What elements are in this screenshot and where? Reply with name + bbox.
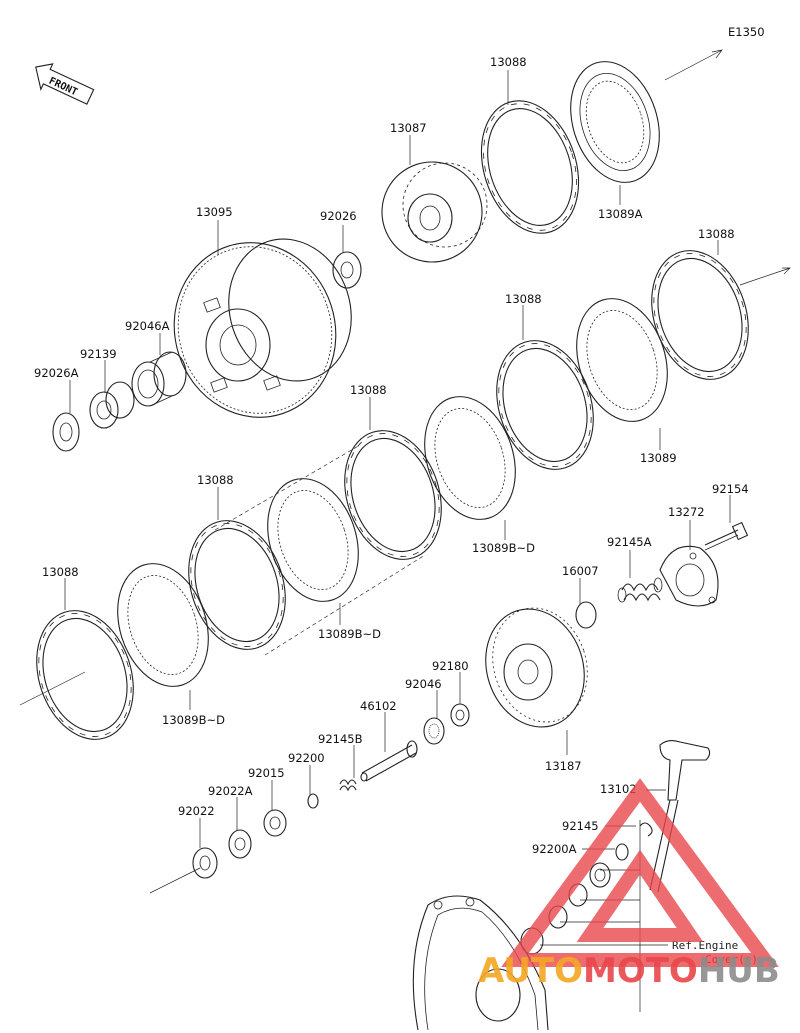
watermark-part1: AUTO xyxy=(478,951,583,991)
leader-lines xyxy=(64,70,731,850)
washer-92180 xyxy=(450,703,470,727)
label-92026a: 92026A xyxy=(34,366,79,380)
label-46102: 46102 xyxy=(360,699,397,713)
ref-note-line1: Ref.Engine xyxy=(672,939,738,952)
spring-92145b xyxy=(339,779,357,792)
axis-arrow-right xyxy=(739,267,791,286)
watermark-text: AUTOMOTOHUB xyxy=(478,951,780,991)
label-92145: 92145 xyxy=(562,819,599,833)
needle-bearing-92046a xyxy=(131,351,187,407)
label-13089bd-1: 13089B~D xyxy=(472,541,535,555)
label-92154: 92154 xyxy=(712,482,749,496)
washer-92026a xyxy=(52,412,80,452)
friction-plate-13088-middle xyxy=(496,340,594,470)
axis-arrow-bottom xyxy=(149,867,201,894)
front-label: FRONT xyxy=(47,76,79,99)
label-92139: 92139 xyxy=(80,347,117,361)
friction-plate-13088-lower-left xyxy=(36,610,134,740)
label-13088-middle: 13088 xyxy=(505,292,542,306)
label-92200a: 92200A xyxy=(532,842,577,856)
circlip-16007 xyxy=(575,601,597,629)
washer-92022 xyxy=(192,847,218,879)
label-92145a: 92145A xyxy=(607,535,652,549)
washer-92200a xyxy=(615,843,629,861)
watermark-part3: HUB xyxy=(698,951,780,991)
push-rod-46102 xyxy=(360,740,418,782)
spring-92145 xyxy=(639,822,653,837)
plate-13089a xyxy=(570,61,660,183)
axis-arrow-left xyxy=(19,671,86,706)
label-13088-lower-left: 13088 xyxy=(42,565,79,579)
spring-92145a xyxy=(617,577,663,603)
label-13088-right: 13088 xyxy=(698,227,735,241)
label-92022a: 92022A xyxy=(208,784,253,798)
label-13187: 13187 xyxy=(545,759,582,773)
plate-13089 xyxy=(576,298,668,422)
pressure-plate-13187 xyxy=(485,607,588,728)
label-13102: 13102 xyxy=(600,782,637,796)
bearing-92046 xyxy=(423,717,445,745)
friction-plate-13088-center xyxy=(344,430,442,560)
label-13088-top: 13088 xyxy=(490,55,527,69)
label-13089a: 13089A xyxy=(598,207,643,221)
clutch-housing-13095 xyxy=(173,238,352,418)
label-16007: 16007 xyxy=(562,564,599,578)
plate-13089bd-1 xyxy=(424,396,516,520)
grouping-box xyxy=(214,444,426,656)
friction-plate-13088-left xyxy=(188,520,286,650)
diagram-code: E1350 xyxy=(728,25,765,39)
washer-92200 xyxy=(307,793,319,809)
label-92145b: 92145B xyxy=(318,732,363,746)
part-labels: 13088 13089A 13087 92026 13095 13088 920… xyxy=(34,55,749,856)
label-13088-left: 13088 xyxy=(197,473,234,487)
label-13089bd-2: 13089B~D xyxy=(318,627,381,641)
plate-13089bd-2 xyxy=(267,478,359,602)
label-92015: 92015 xyxy=(248,766,285,780)
label-13272: 13272 xyxy=(668,505,705,519)
label-92026: 92026 xyxy=(320,209,357,223)
label-92200: 92200 xyxy=(288,751,325,765)
watermark-part2: MOTO xyxy=(583,951,698,991)
label-13088-center: 13088 xyxy=(350,383,387,397)
washer-92022a xyxy=(228,829,252,859)
bolt-92154 xyxy=(704,521,749,551)
watermark-triangle-outer xyxy=(501,778,779,967)
washer-92026 xyxy=(332,251,362,289)
plate-13272 xyxy=(659,545,719,607)
label-92180: 92180 xyxy=(432,659,469,673)
collar-92139 xyxy=(89,381,135,429)
label-13089bd-3: 13089B~D xyxy=(162,713,225,727)
axis-arrow-top xyxy=(664,49,723,81)
clutch-hub-13087 xyxy=(381,161,488,263)
friction-plate-13088-top xyxy=(480,100,580,234)
plate-13089bd-3 xyxy=(117,563,209,687)
label-92046: 92046 xyxy=(405,677,442,691)
label-13089: 13089 xyxy=(640,451,677,465)
automotohub-watermark: AUTOMOTOHUB xyxy=(478,778,780,991)
label-13087: 13087 xyxy=(390,121,427,135)
front-arrow-icon: FRONT xyxy=(35,63,95,105)
nut-92015 xyxy=(263,809,287,837)
label-13095: 13095 xyxy=(196,205,233,219)
watermark-triangle-inner xyxy=(576,849,704,942)
label-92022: 92022 xyxy=(178,804,215,818)
friction-plate-13088-right xyxy=(651,250,749,380)
label-92046a: 92046A xyxy=(125,319,170,333)
